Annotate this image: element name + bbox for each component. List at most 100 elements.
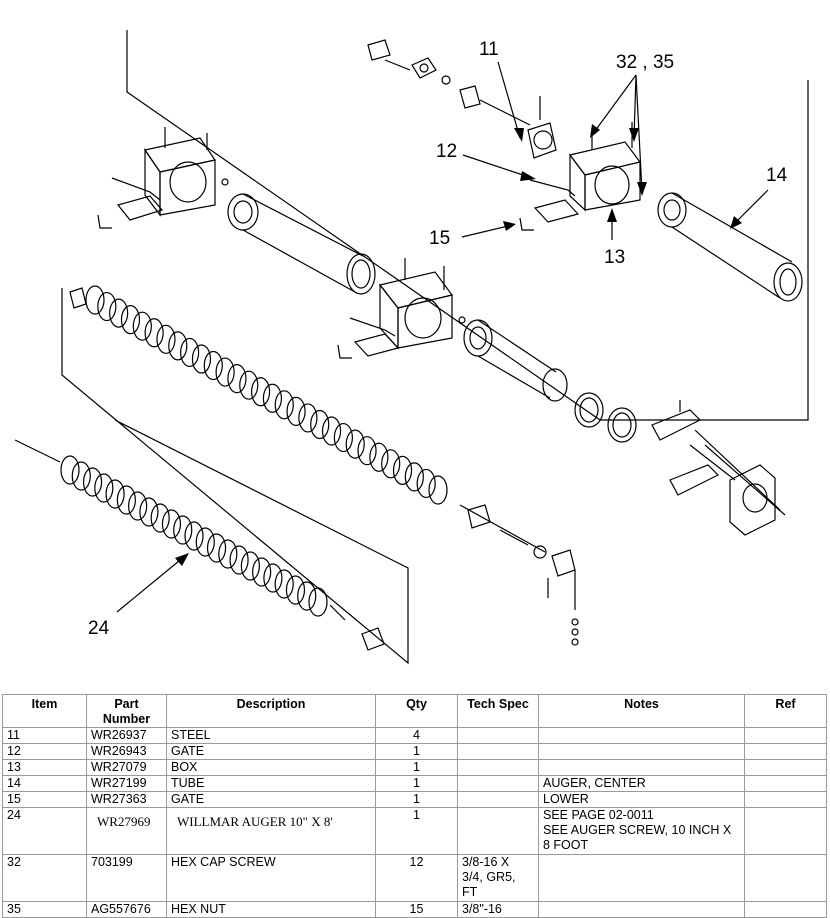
cell-part: WR27969 [86,807,167,855]
table-row: 15 WR27363 GATE 1 LOWER [2,791,827,808]
header-qty: Qty [375,694,458,728]
callout-12: 12 [436,141,457,162]
auger-flight [191,344,212,374]
auger-flight [120,305,141,335]
auger-flight [416,468,436,499]
cell-item: 32 [2,854,87,902]
cell-item: 12 [2,743,87,760]
drive-parts-lower [459,504,579,646]
callout-arrowheads [175,124,742,566]
auger-flight [144,318,164,348]
cell-qty: 1 [375,759,458,776]
cell-ref [744,759,827,776]
auger-flight [85,285,105,315]
auger-flight [229,545,249,575]
cell-ref [744,791,827,808]
cell-spec [457,791,539,808]
callout-13: 13 [604,247,625,268]
cell-spec [457,743,539,760]
auger-flight [173,515,193,545]
cell-item: 15 [2,791,87,808]
tube-upper [227,193,376,295]
header-notes: Notes [538,694,745,728]
auger-flight [184,521,204,551]
cell-desc: GATE [166,743,376,760]
auger-flight [150,503,170,533]
auger-flight [357,436,377,466]
table-row: 35 AG557676 HEX NUT 15 3/8"-16 [2,901,827,918]
cell-part: WR27363 [86,791,167,808]
cell-spec [457,727,539,744]
auger-flight [298,403,318,433]
cell-part: WR26937 [86,727,167,744]
auger-flight [105,479,125,509]
cell-qty: 1 [375,807,458,855]
tube-upper-right [657,192,803,302]
header-item: Item [2,694,87,728]
auger-flight [310,409,330,440]
auger-flight [218,539,238,569]
exploded-parts-diagram: 11 32 , 35 12 14 15 13 24 [14,30,809,665]
cell-notes: LOWER [538,791,745,808]
auger-flight [139,497,159,527]
cell-qty: 1 [375,791,458,808]
auger-flight [239,370,259,400]
table-header-row: Item Part Number Description Qty Tech Sp… [2,694,827,728]
cell-desc: HEX NUT [166,901,376,918]
header-ref: Ref [744,694,827,728]
auger-flight [206,533,227,563]
auger-flight [180,337,200,368]
auger-flight [428,475,448,505]
cell-qty: 12 [375,854,458,902]
auger-flight [109,298,129,328]
cell-ref [744,901,827,918]
auger-flight [240,551,260,581]
callout-15: 15 [429,228,450,249]
cell-notes [538,854,745,902]
table-row: 32 703199 HEX CAP SCREW 12 3/8-16 X 3/4,… [2,854,827,902]
table-row: 12 WR26943 GATE 1 [2,743,827,760]
lower-frame-outline [61,288,409,665]
header-description: Description [166,694,376,728]
cell-desc: STEEL [166,727,376,744]
cell-item: 11 [2,727,87,744]
cell-desc: WILLMAR AUGER 10" X 8' [166,807,376,855]
cell-notes: AUGER, CENTER [538,775,745,792]
auger-flight [285,575,306,605]
cell-spec [457,775,539,792]
cell-item: 24 [2,807,87,855]
box-middle [378,258,466,350]
header-tech-spec: Tech Spec [457,694,539,728]
gate-left [97,177,164,229]
cell-notes [538,901,745,918]
callout-leaders [116,61,769,613]
auger-flight [94,473,114,503]
auger-flighting-lower [60,455,328,617]
cell-ref [744,775,827,792]
auger-flight [71,461,91,491]
cell-desc: BOX [166,759,376,776]
auger-flight [82,467,103,497]
auger-flight [215,357,235,387]
auger-flight [369,442,389,472]
cell-qty: 1 [375,775,458,792]
shaft-sleeve [361,627,385,651]
cell-ref [744,807,827,855]
auger-flight [381,449,401,479]
end-bracket [651,400,786,536]
table-row: 13 WR27079 BOX 1 [2,759,827,776]
cell-desc: GATE [166,791,376,808]
table-row: 11 WR26937 STEEL 4 [2,727,827,744]
auger-flight [168,331,188,361]
table-row: 14 WR27199 TUBE 1 AUGER, CENTER [2,775,827,792]
auger-flight [333,422,353,453]
gate-upper-right [519,179,580,231]
auger-flight [132,311,152,341]
table-row: 24 WR27969 WILLMAR AUGER 10" X 8' 1 SEE … [2,807,827,855]
auger-flight [262,383,283,413]
auger-shaft-left [14,439,61,463]
cell-notes [538,743,745,760]
auger-flight [203,350,223,381]
auger-flight [195,527,215,557]
auger-flight [263,563,283,593]
